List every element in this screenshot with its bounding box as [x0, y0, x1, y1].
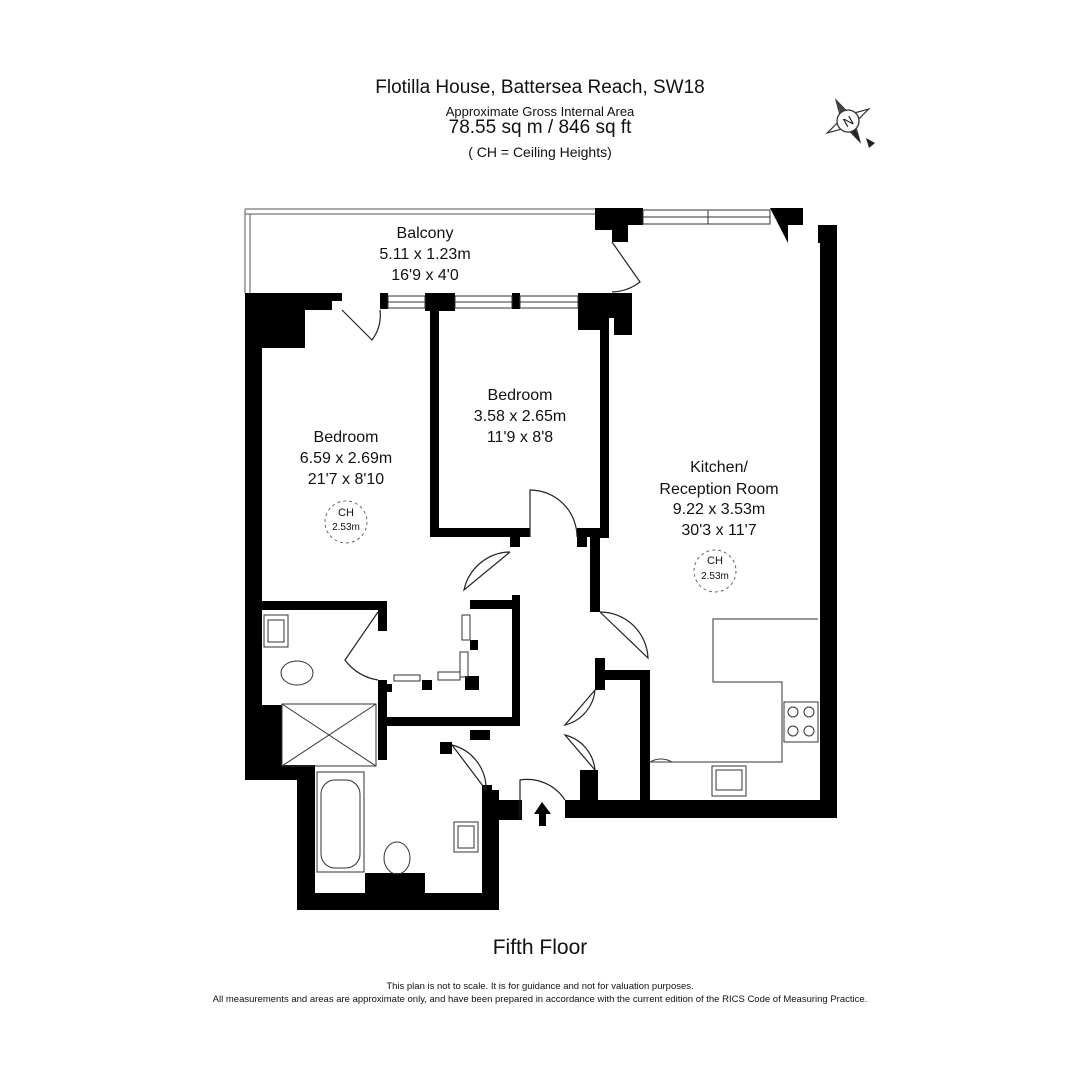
disclaimer-line-1: This plan is not to scale. It is for gui… — [386, 981, 694, 992]
bedroom-left-ch-value: 2.53m — [332, 522, 360, 533]
kitchen-ch-label: CH — [707, 555, 723, 567]
bathroom-fixtures — [263, 614, 479, 875]
room-balcony: Balcony 5.11 x 1.23m 16'9 x 4'0 — [379, 225, 470, 284]
bedroom-left-metric: 6.59 x 2.69m — [300, 450, 393, 467]
kitchen-metric: 9.22 x 3.53m — [673, 501, 766, 518]
area-subtitle: Approximate Gross Internal Area — [445, 104, 635, 119]
kitchen-name-line2: Reception Room — [659, 481, 778, 498]
bedroom-left-imperial: 21'7 x 8'10 — [308, 471, 384, 488]
room-kitchen-reception: Kitchen/ Reception Room 9.22 x 3.53m 30'… — [659, 459, 779, 593]
bedroom-middle-name: Bedroom — [488, 387, 553, 404]
walls — [245, 208, 837, 910]
entrance-arrow-icon — [534, 802, 551, 826]
kitchen-imperial: 30'3 x 11'7 — [681, 522, 756, 539]
kitchen-units — [649, 618, 819, 797]
doors — [341, 241, 649, 820]
kitchen-name-line1: Kitchen/ — [690, 459, 748, 476]
bedroom-left-name: Bedroom — [314, 429, 379, 446]
bedroom-middle-imperial: 11'9 x 8'8 — [487, 429, 553, 446]
balcony-imperial: 16'9 x 4'0 — [391, 267, 459, 284]
balcony-outline — [244, 208, 598, 293]
ceiling-height-marker — [693, 549, 737, 593]
balcony-metric: 5.11 x 1.23m — [379, 246, 470, 263]
bedroom-left-ch-label: CH — [338, 507, 354, 519]
plan-title: Flotilla House, Battersea Reach, SW18 — [375, 77, 705, 98]
kitchen-ch-value: 2.53m — [701, 571, 729, 582]
floor-label: Fifth Floor — [492, 936, 588, 959]
windows — [387, 209, 771, 309]
disclaimer-line-2: All measurements and areas are approxima… — [212, 994, 868, 1005]
north-compass-icon: N — [825, 98, 875, 148]
ceiling-height-marker — [324, 500, 368, 544]
balcony-name: Balcony — [397, 225, 454, 242]
ceiling-height-note: ( CH = Ceiling Heights) — [468, 144, 612, 160]
room-bedroom-left: Bedroom 6.59 x 2.69m 21'7 x 8'10 CH 2.53… — [300, 429, 393, 544]
room-bedroom-middle: Bedroom 3.58 x 2.65m 11'9 x 8'8 — [474, 387, 567, 446]
bedroom-middle-metric: 3.58 x 2.65m — [474, 408, 567, 425]
gross-area: 78.55 sq m / 846 sq ft — [448, 117, 632, 138]
storage-symbols — [393, 614, 471, 682]
